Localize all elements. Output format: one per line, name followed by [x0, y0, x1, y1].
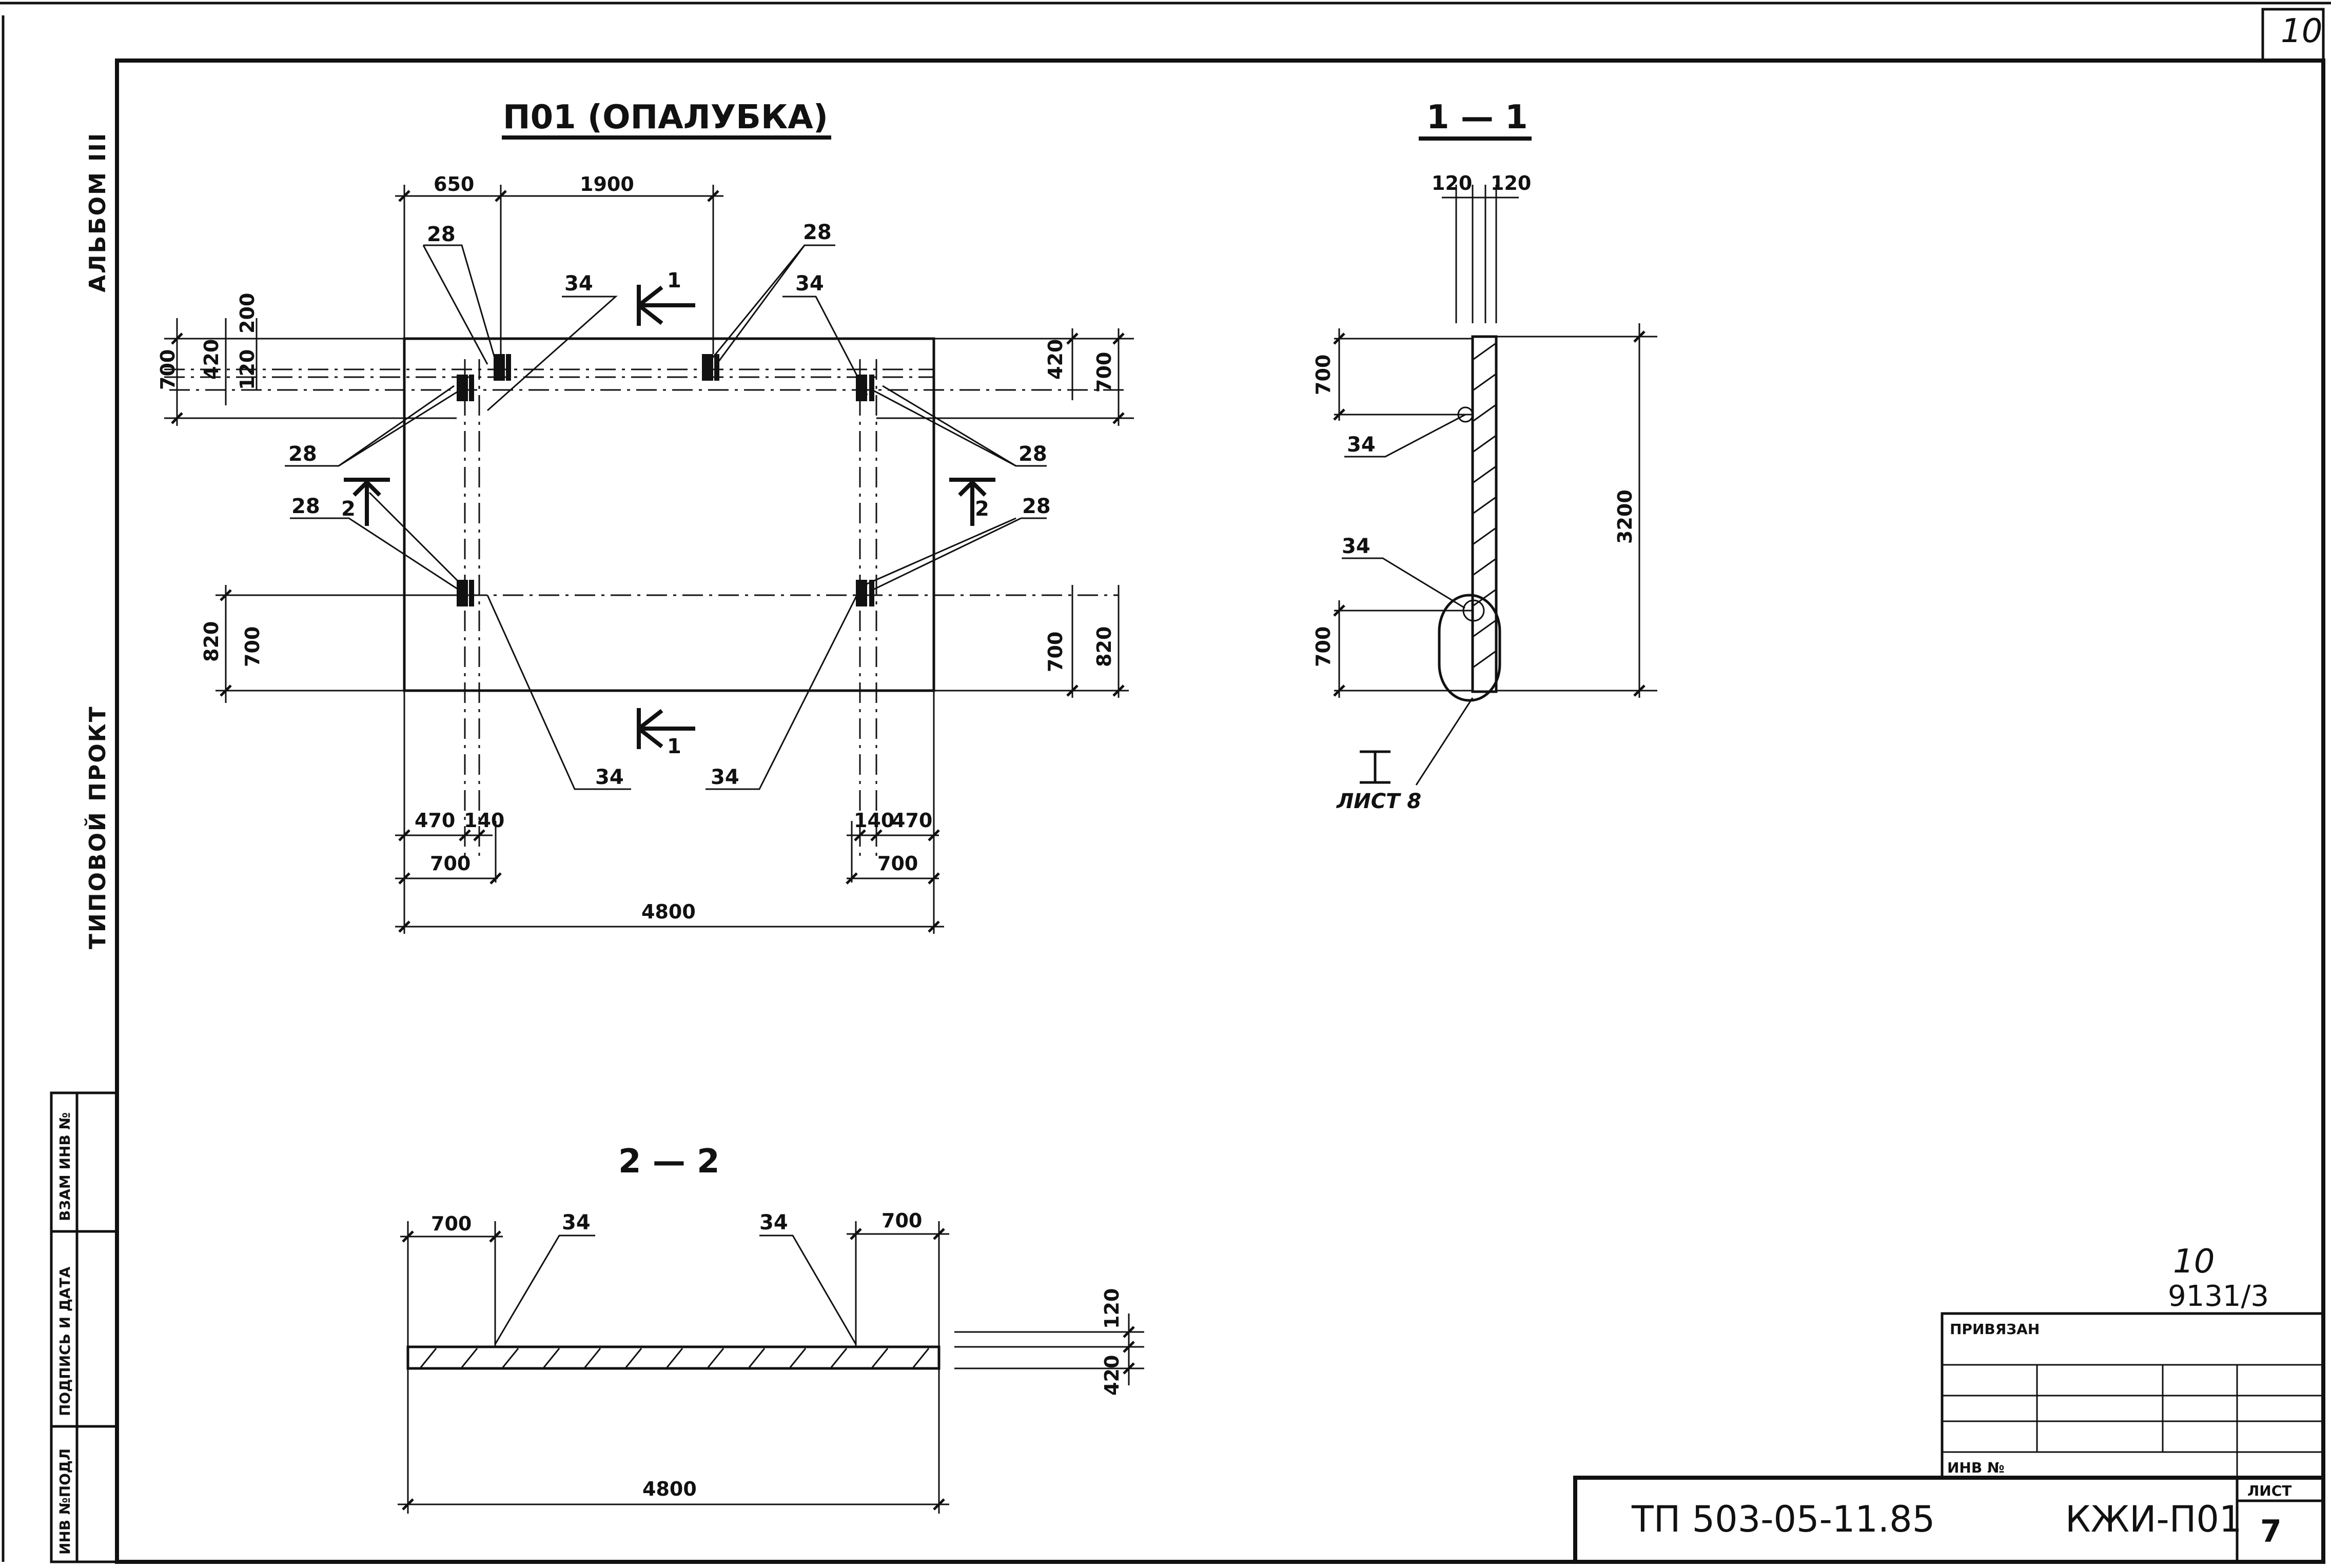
s1-detail-ellipse	[1438, 594, 1501, 702]
callout-34-bottom-left: 34	[595, 766, 624, 789]
dim-left-700-bottom: 700	[241, 626, 264, 667]
dim-left-420: 420	[200, 339, 223, 380]
embedded-plates	[457, 354, 874, 606]
section-1-hatch	[1473, 343, 1496, 668]
page-number-note: 10	[2173, 1243, 2215, 1281]
section-1-1: 1 — 1 120 120	[1312, 99, 1657, 813]
s2-dim-right-420: 420	[1101, 1355, 1123, 1396]
section-2-hatch	[420, 1348, 930, 1368]
callout-34-bottom-right: 34	[711, 766, 739, 789]
dim-bottom-4800: 4800	[641, 900, 696, 923]
plan-leaders	[285, 244, 1047, 790]
plan-view: П01 (ОПАЛУБКА)	[156, 99, 1134, 934]
callout-28-low-left: 28	[291, 495, 320, 518]
plan-dims-bottom	[395, 691, 944, 934]
s1-dim-left-700-top: 700	[1312, 355, 1335, 395]
sheet-number: 7	[2260, 1514, 2282, 1550]
dim-left-120: 120	[236, 349, 259, 390]
section-1-slab	[1471, 335, 1498, 693]
dim-bottom-140-left: 140	[464, 809, 504, 832]
s2-dim-top-700-left: 700	[431, 1212, 472, 1235]
stamp-field-signature: ПОДПИСЬ И ДАТА	[56, 1266, 73, 1416]
section-1-title: 1 — 1	[1426, 99, 1528, 136]
title-block: 10 9131/3 ПРИВЯЗАН ИНВ № ТП 503-05-11.85…	[1573, 1243, 2325, 1564]
dim-left-820: 820	[200, 621, 223, 662]
dim-bottom-470-left: 470	[415, 809, 455, 832]
section-marks	[344, 285, 995, 749]
stamp-field-inv-podl: ИНВ №ПОДЛ	[56, 1448, 73, 1555]
inv-label: ИНВ №	[1947, 1459, 2005, 1476]
plan-dims-left	[164, 318, 457, 703]
sheet-label: ЛИСТ	[2247, 1482, 2291, 1499]
plan-centre-lines	[164, 359, 1129, 862]
archive-number: 9131/3	[2168, 1280, 2269, 1313]
dim-top-1900: 1900	[580, 173, 634, 195]
s2-dim-right-120: 120	[1101, 1288, 1123, 1329]
section-2-title: 2 — 2	[618, 1143, 720, 1181]
callout-34-top-right: 34	[795, 272, 824, 296]
project-code: ТП 503-05-11.85	[1631, 1498, 1935, 1540]
section-mark-1-top: 1	[667, 269, 681, 292]
callout-28-mid-right: 28	[1018, 442, 1047, 466]
dim-right-700-bottom: 700	[1044, 632, 1067, 672]
plan-title: П01 (ОПАЛУБКА)	[503, 99, 828, 136]
dim-right-700-top: 700	[1093, 352, 1115, 393]
section-mark-2-left: 2	[341, 497, 356, 521]
drawing-code: КЖИ-П01	[2065, 1498, 2242, 1540]
section-mark-1-bottom: 1	[667, 735, 681, 758]
s1-dim-left-700-bottom: 700	[1312, 626, 1335, 667]
side-project-label: ТИПОВОЙ ПРОКТ	[84, 705, 111, 949]
s1-dim-right-3200: 3200	[1614, 489, 1636, 544]
callout-34-top-left: 34	[564, 272, 593, 296]
dim-bottom-700-right: 700	[877, 852, 918, 875]
plan-dims-top	[395, 185, 723, 354]
side-album-label: АЛЬБОМ III	[85, 132, 111, 292]
s1-dim-top-120-right: 120	[1491, 172, 1531, 194]
dim-bottom-700-left: 700	[430, 852, 471, 875]
dim-left-200: 200	[236, 293, 259, 334]
callout-28-mid-left: 28	[288, 442, 317, 466]
s2-callout-34-left: 34	[562, 1211, 591, 1234]
callout-28-top-left: 28	[427, 223, 456, 246]
dim-bottom-140-right: 140	[854, 809, 894, 832]
s1-callout-34-bottom: 34	[1342, 535, 1370, 558]
slab-outline	[403, 337, 935, 692]
s1-dim-top-120-left: 120	[1432, 172, 1472, 194]
s2-dim-top-700-right: 700	[882, 1209, 922, 1232]
s1-ref-sheet: ЛИСТ 8	[1336, 790, 1421, 813]
plan-dims-right	[876, 328, 1134, 698]
s1-callout-34-top: 34	[1347, 433, 1376, 457]
dim-right-420: 420	[1044, 339, 1067, 380]
bound-label: ПРИВЯЗАН	[1950, 1321, 2040, 1338]
section-2-2: 2 — 2 700 700	[398, 1143, 1144, 1514]
stamp-field-vzam-inv: ВЗАМ ИНВ №	[56, 1112, 73, 1221]
callout-28-low-right: 28	[1022, 495, 1051, 518]
section-2-slab	[406, 1345, 941, 1370]
callout-28-top-right: 28	[803, 221, 832, 244]
dim-left-700-top: 700	[156, 349, 179, 390]
s2-callout-34-right: 34	[759, 1211, 788, 1234]
s2-dim-bottom-4800: 4800	[642, 1478, 697, 1500]
dim-bottom-470-right: 470	[892, 809, 932, 832]
section-mark-2-right: 2	[975, 497, 989, 521]
dim-right-820: 820	[1093, 626, 1115, 667]
dim-top-650: 650	[434, 173, 474, 195]
corner-number: 10	[2281, 12, 2322, 50]
